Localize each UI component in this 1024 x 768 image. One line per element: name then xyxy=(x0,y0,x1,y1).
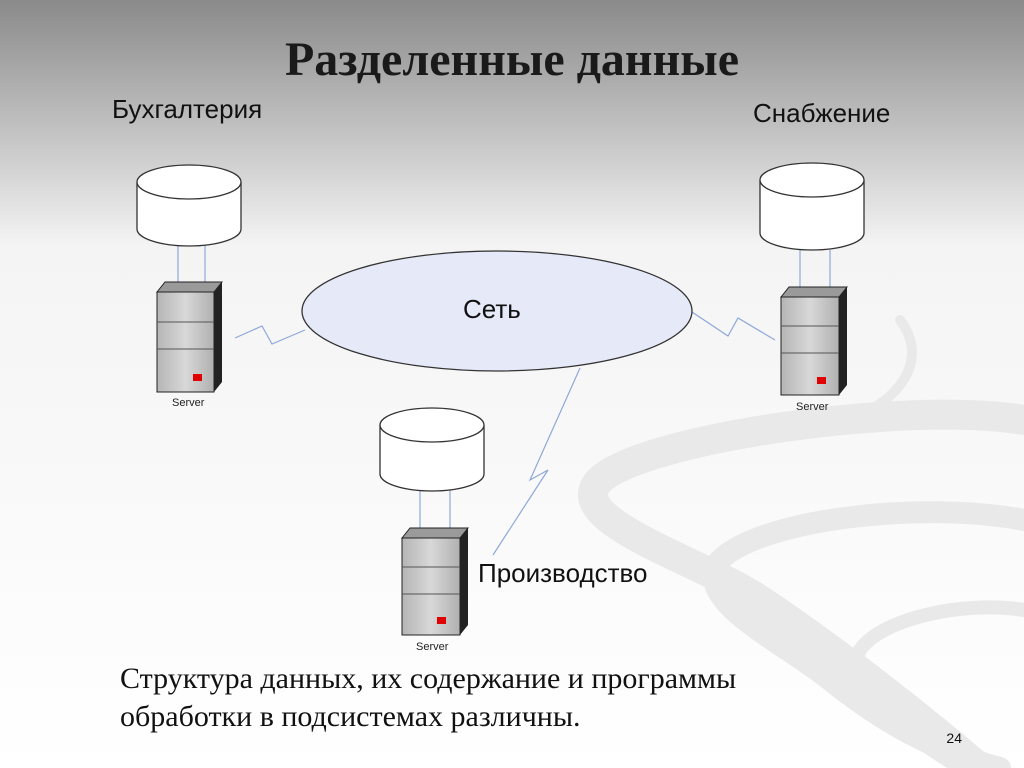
supply-label: Снабжение xyxy=(753,98,891,128)
production-label: Производство xyxy=(478,558,648,588)
decorative-swirl xyxy=(578,315,1024,768)
production-database-icon xyxy=(379,407,485,492)
link-accounting-network xyxy=(234,325,306,345)
page-number: 24 xyxy=(946,730,962,746)
network-ellipse xyxy=(301,250,693,372)
supply-server-label: Server xyxy=(796,401,829,413)
caption-line-2: обработки в подсистемах различны. xyxy=(120,700,581,733)
accounting-server-label: Server xyxy=(172,397,205,409)
accounting-node xyxy=(136,164,242,393)
slide-caption: Структура данных, их содержание и програ… xyxy=(120,660,880,736)
accounting-server-icon xyxy=(155,281,224,393)
supply-database-icon xyxy=(759,162,865,251)
link-supply-network xyxy=(691,311,776,341)
production-server-label: Server xyxy=(416,641,449,653)
accounting-label: Бухгалтерия xyxy=(112,94,263,124)
production-node xyxy=(379,407,485,636)
supply-server-icon xyxy=(779,286,849,396)
link-production-network xyxy=(492,367,581,556)
supply-node xyxy=(759,162,865,396)
accounting-database-icon xyxy=(136,164,242,247)
production-server-icon xyxy=(400,527,470,636)
caption-line-1: Структура данных, их содержание и програ… xyxy=(120,662,737,695)
slide-title: Разделенные данные xyxy=(284,33,740,86)
network-label: Сеть xyxy=(463,294,521,324)
